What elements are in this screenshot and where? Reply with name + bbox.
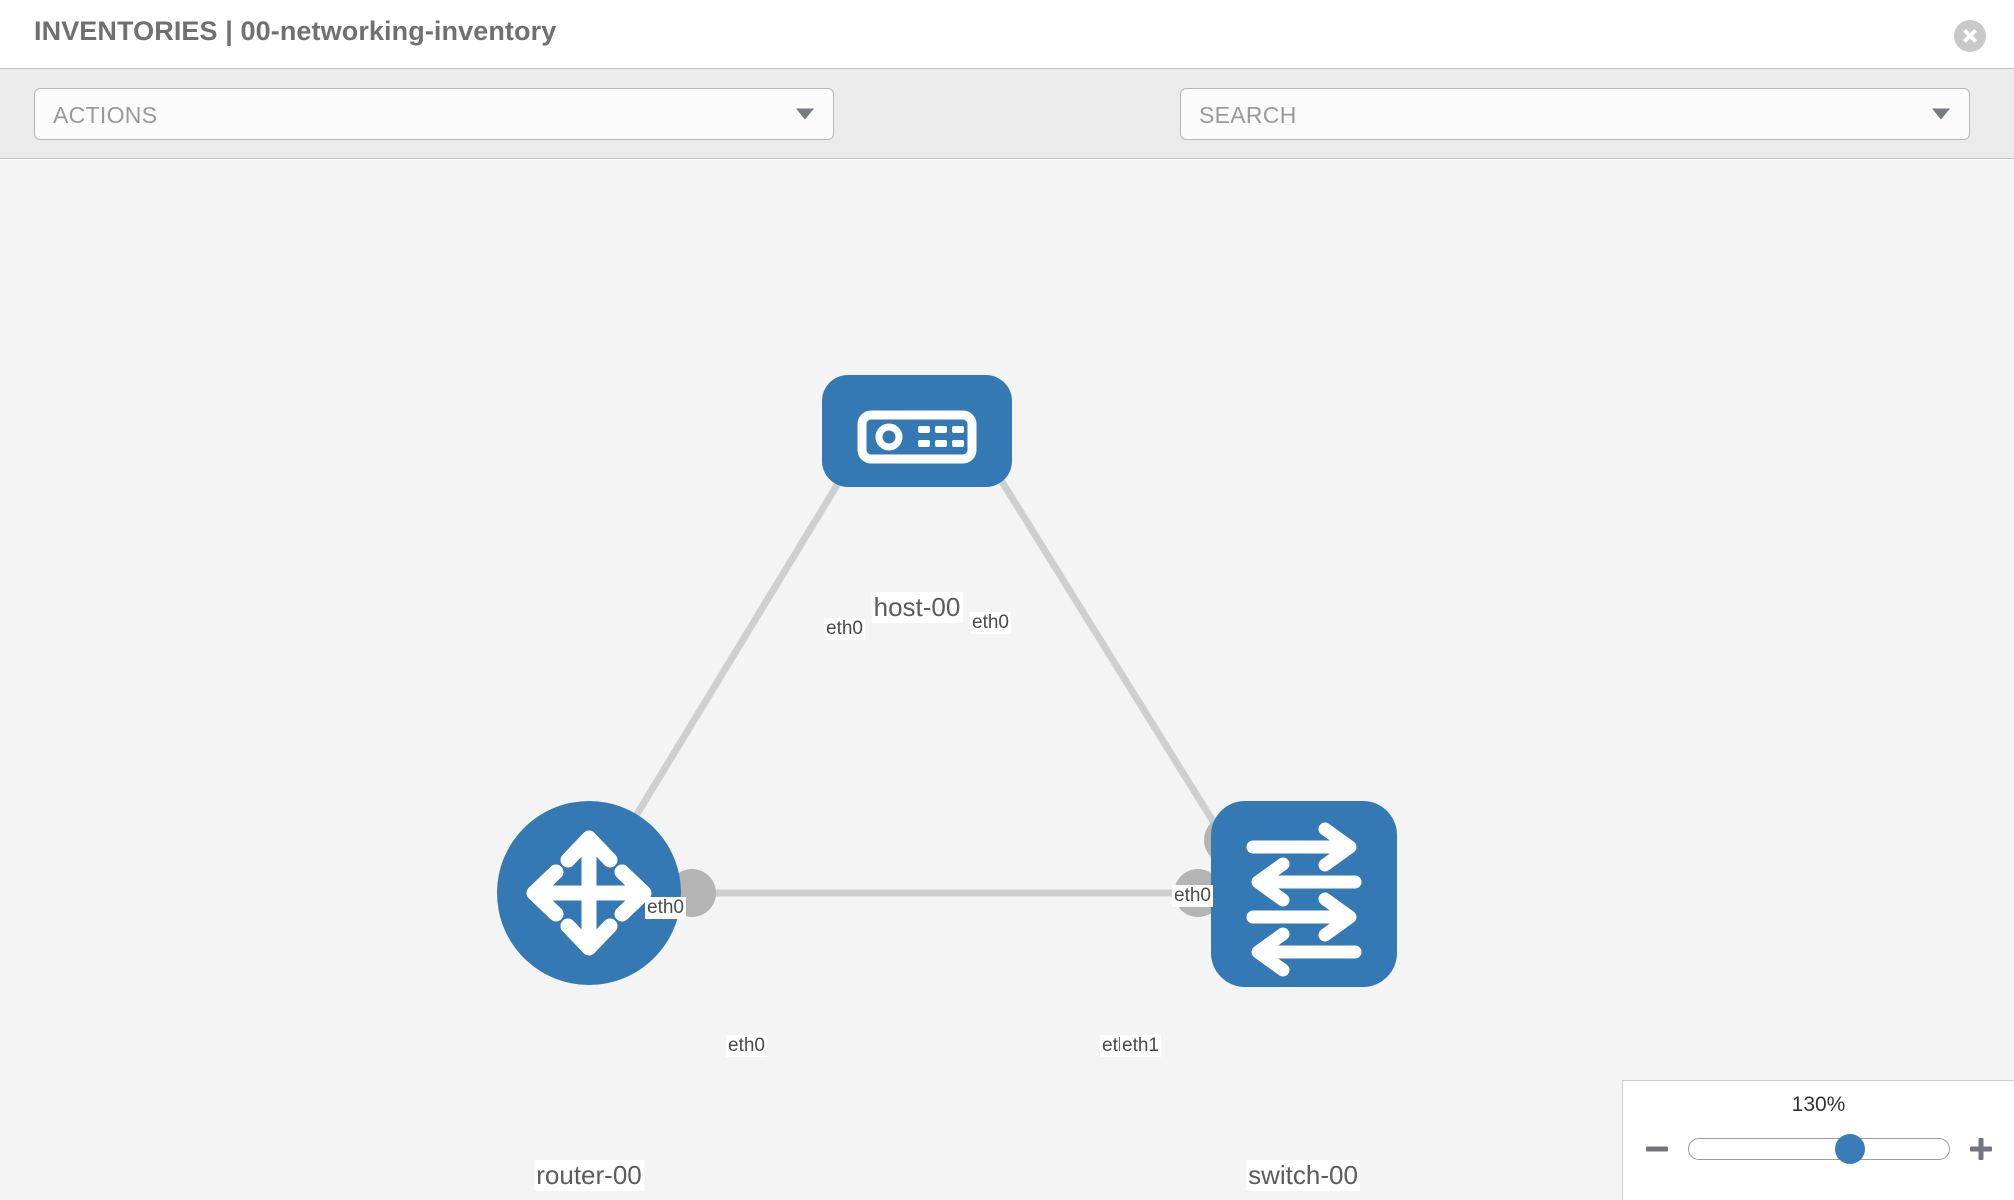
- zoom-level-label: 130%: [1791, 1093, 1846, 1116]
- zoom-in-button[interactable]: [1968, 1136, 1994, 1162]
- node-label-router-00: router-00: [534, 1160, 644, 1191]
- chevron-down-icon[interactable]: [1932, 108, 1950, 120]
- iface-label: eth1: [1120, 1035, 1161, 1057]
- zoom-slider-thumb[interactable]: [1834, 1134, 1865, 1164]
- search-placeholder: SEARCH: [1199, 102, 1297, 128]
- actions-dropdown[interactable]: ACTIONS: [34, 88, 834, 140]
- close-icon[interactable]: [1954, 20, 1986, 52]
- iface-label: eth0: [1172, 885, 1213, 907]
- zoom-slider-row: [1623, 1129, 2014, 1169]
- iface-label: eth0: [970, 612, 1011, 634]
- link-host-switch[interactable]: [947, 396, 1268, 907]
- chevron-down-icon: [796, 108, 814, 120]
- node-label-host-00: host-00: [871, 592, 963, 623]
- node-label-switch-00: switch-00: [1246, 1160, 1360, 1191]
- topology-graph: [497, 375, 1397, 987]
- node-host-00[interactable]: [822, 375, 1012, 487]
- topology-canvas[interactable]: host-00 router-00 switch-00 eth0 eth0 et…: [0, 160, 2014, 1200]
- node-router-00[interactable]: [497, 801, 681, 985]
- iface-label: eth0: [824, 618, 865, 640]
- iface-label: eth0: [726, 1035, 767, 1057]
- zoom-control-panel: 130%: [1622, 1080, 2014, 1200]
- page-header: INVENTORIES | 00-networking-inventory: [0, 0, 2014, 69]
- search-input[interactable]: SEARCH: [1180, 88, 1970, 140]
- iface-label: eth0: [645, 897, 686, 919]
- node-switch-00[interactable]: [1211, 801, 1397, 987]
- actions-dropdown-label: ACTIONS: [53, 102, 158, 128]
- toolbar: ACTIONS SEARCH: [0, 69, 2014, 194]
- page-title: INVENTORIES | 00-networking-inventory: [34, 16, 557, 46]
- zoom-slider[interactable]: [1687, 1134, 1950, 1164]
- zoom-out-button[interactable]: [1644, 1136, 1670, 1162]
